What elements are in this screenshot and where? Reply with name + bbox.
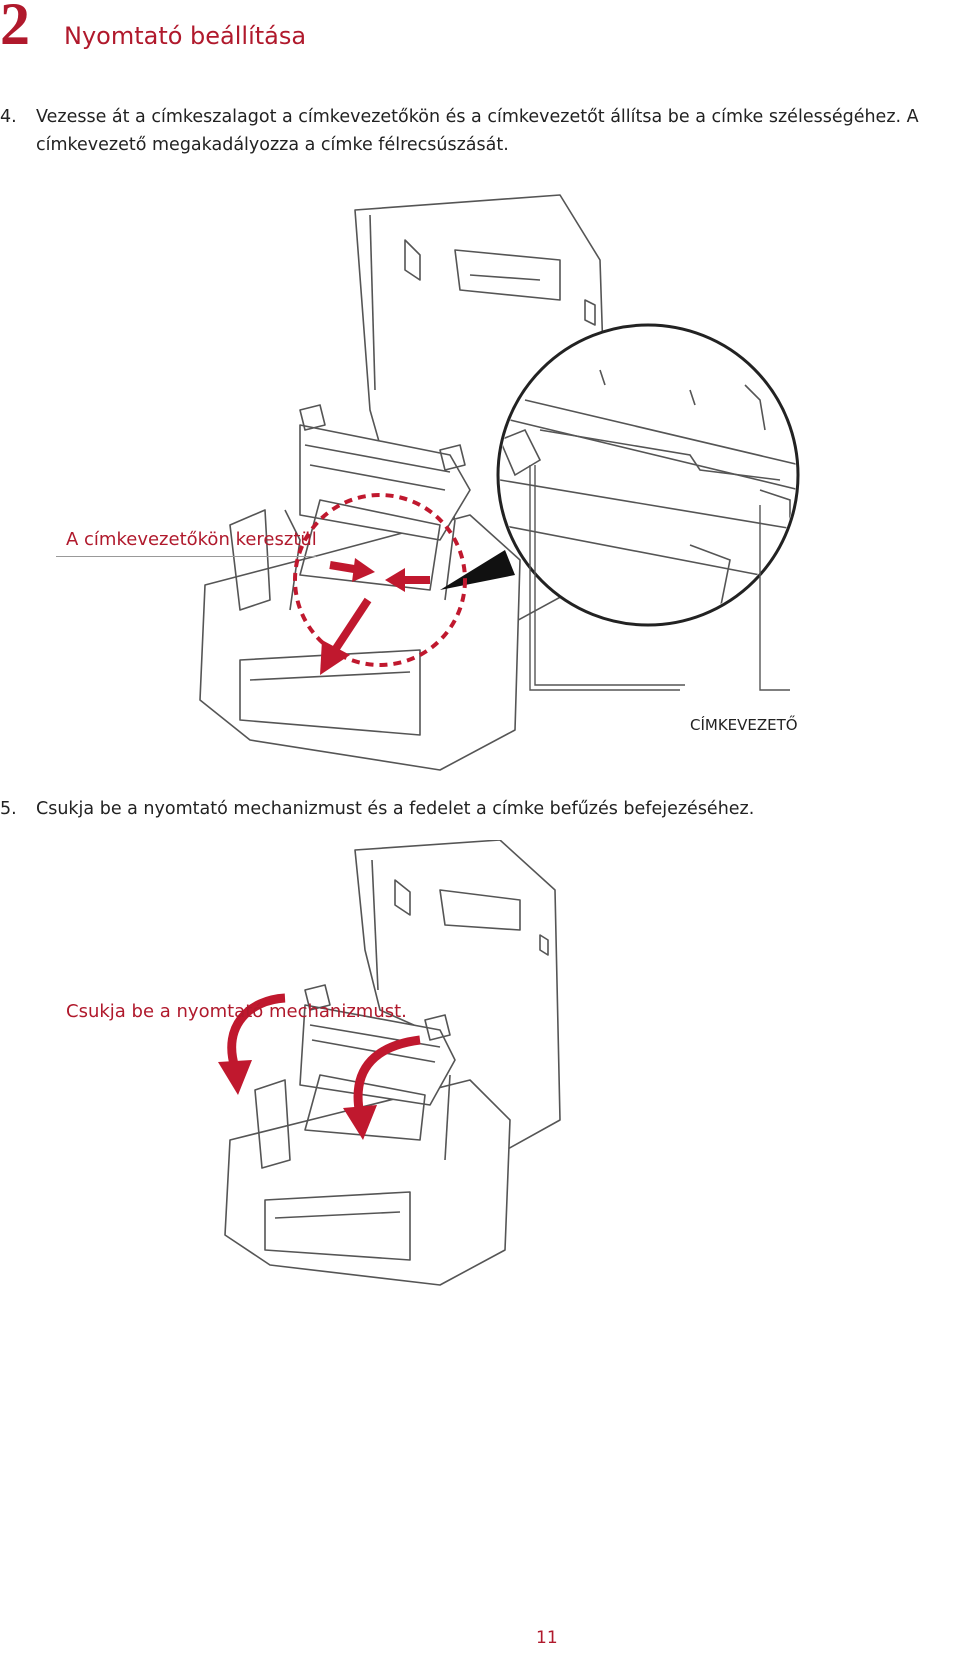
step-4-text: Vezesse át a címkeszalagot a címkevezető… [36,107,919,155]
step-5-number: 5. [0,799,17,819]
printer-illustration-1 [199,194,800,771]
callout-underline [56,556,316,557]
focus-dashed-circle [293,493,467,667]
figure-label-guide [0,180,960,780]
label-guide-caption: CÍMKEVEZETŐ [690,716,798,734]
step-4-number: 4. [0,107,17,127]
step-5-text: Csukja be a nyomtató mechanizmust és a f… [36,799,755,819]
figure-close-mechanism [0,840,960,1320]
callout-through-guides: A címkevezetőkön keresztül [66,529,317,550]
chapter-number: 2 [0,0,30,57]
chapter-title: Nyomtató beállítása [64,22,307,50]
magnifier-circle [496,323,800,627]
printer-illustration-2 [218,840,561,1286]
red-curved-arrows [218,993,421,1140]
red-arrows [320,558,430,675]
callout-close-mechanism: Csukja be a nyomtató mechanizmust. [66,1001,407,1022]
page-number: 11 [536,1628,558,1648]
